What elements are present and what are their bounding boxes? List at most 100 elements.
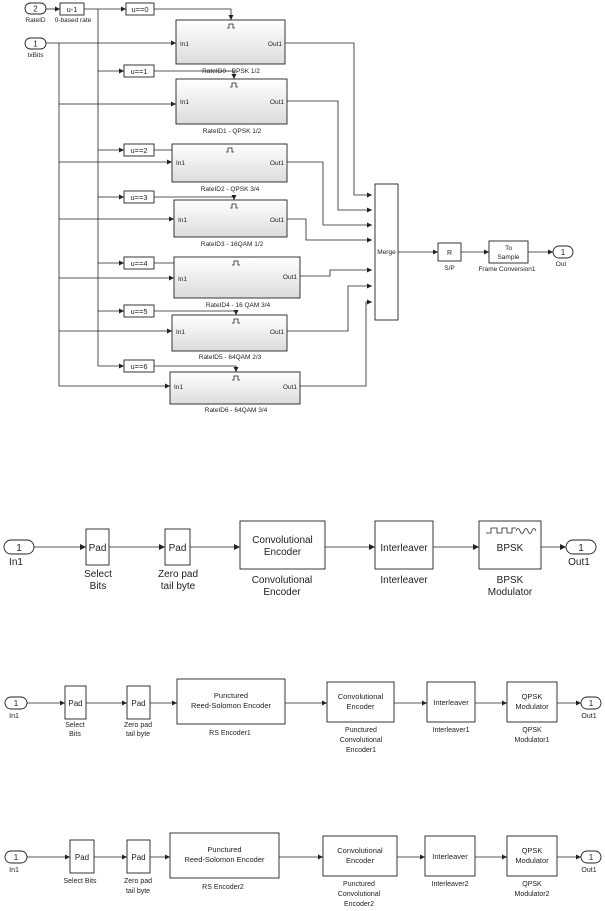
subsystem-rate4[interactable]: In1 Out1 RateID4 - 16 QAM 3/4 [173, 256, 301, 309]
compare-label: u==1 [130, 67, 147, 76]
sp-block[interactable]: R S/P [437, 242, 462, 272]
qpsk1-modulator[interactable]: QPSK Modulator QPSK Modulator1 [506, 681, 558, 744]
block-label: Punctured [343, 881, 375, 888]
block-text: Punctured [214, 691, 248, 700]
subsystem-label: RateID2 - QPSK 3/4 [201, 186, 260, 193]
qpsk1-pad-select-bits[interactable]: Pad Select Bits [64, 685, 87, 738]
qpsk1-interleaver[interactable]: Interleaver Interleaver1 [426, 681, 476, 734]
block-label: tail byte [126, 731, 150, 738]
block-text: QPSK [522, 846, 543, 855]
out-outport[interactable]: 1 Out [552, 245, 574, 268]
block-text: Pad [68, 699, 82, 708]
subsystem-rate0[interactable]: In1 Out1 RateID0 - BPSK 1/2 [175, 19, 286, 75]
block-text: Convolutional [252, 535, 313, 546]
block-label: QPSK [522, 727, 542, 734]
compare-label: u==5 [130, 307, 147, 316]
compare-block-6[interactable]: u==6 [123, 359, 155, 373]
compare-block-4[interactable]: u==4 [123, 256, 155, 270]
qpsk1-conv-encoder[interactable]: Convolutional Encoder Punctured Convolut… [326, 681, 395, 754]
compare-block-0[interactable]: u==0 [125, 2, 155, 16]
block-label: Select [65, 722, 85, 729]
compare-label: u==3 [130, 193, 147, 202]
frame-line2: Sample [497, 254, 519, 261]
out-port-number: 1 [561, 248, 566, 257]
subsystem-rate2[interactable]: In1 Out1 RateID2 - QPSK 3/4 [171, 143, 288, 193]
bpsk-pad-select-bits[interactable]: Pad Select Bits [84, 528, 112, 592]
block-label: tail byte [126, 888, 150, 895]
subsystem-label: RateID0 - BPSK 1/2 [202, 68, 260, 75]
qpsk2-modulator[interactable]: QPSK Modulator QPSK Modulator2 [506, 835, 558, 898]
block-text: Interleaver [380, 543, 428, 554]
bpsk-modulator[interactable]: BPSK BPSK Modulator [478, 520, 542, 598]
subsystem-rate5[interactable]: In1 Out1 RateID5 - 64QAM 2/3 [171, 314, 288, 361]
port-label-out: Out1 [270, 160, 284, 167]
compare-block-5[interactable]: u==5 [123, 304, 155, 318]
bpsk-out1-outport[interactable]: 1 Out1 [565, 539, 597, 568]
bias-label: 0-based rate [55, 17, 92, 24]
bpsk-in1-inport[interactable]: 1 In1 [3, 539, 35, 568]
port-label-out: Out1 [268, 41, 282, 48]
subsystem-rate1[interactable]: In1 Out1 RateID1 - QPSK 1/2 [175, 78, 288, 135]
subsystem-rate6[interactable]: In1 Out1 RateID6 - 64QAM 3/4 [169, 371, 301, 414]
qpsk2-out1-outport[interactable]: 1 Out1 [580, 850, 602, 874]
merge-block[interactable]: Merge [374, 183, 399, 321]
port-label: Out1 [568, 557, 590, 568]
compare-block-1[interactable]: u==1 [123, 64, 155, 78]
qpsk2-in1-inport[interactable]: 1 In1 [4, 850, 28, 874]
qpsk1-out1-outport[interactable]: 1 Out1 [580, 696, 602, 720]
bpsk-pad-zero-tail[interactable]: Pad Zero pad tail byte [158, 528, 198, 592]
block-text: BPSK [497, 543, 524, 554]
compare-block-3[interactable]: u==3 [123, 190, 155, 204]
bias-block[interactable]: u-1 0-based rate [55, 2, 92, 24]
block-label: Modulator1 [514, 737, 549, 744]
rateid-inport[interactable]: 2 RateID [24, 2, 47, 24]
block-label: Bits [69, 731, 81, 738]
txbits-inport[interactable]: 1 txBits [24, 37, 47, 59]
block-text: Convolutional [337, 846, 383, 855]
qpsk2-conv-encoder[interactable]: Convolutional Encoder Punctured Convolut… [322, 835, 398, 908]
block-label: Punctured [345, 727, 377, 734]
sine-wave-icon [515, 528, 537, 534]
enable-port-icon [227, 23, 235, 29]
block-label: tail byte [161, 581, 196, 592]
qpsk2-model: 1 In1 Pad Select Bits Pad Zero pad tail … [4, 832, 602, 908]
block-text: Encoder [264, 547, 302, 558]
qpsk2-rs-encoder[interactable]: Punctured Reed-Solomon Encoder RS Encode… [169, 832, 280, 891]
port-label-out: Out1 [283, 274, 297, 281]
compare-label: u==2 [130, 146, 147, 155]
block-text: Modulator [515, 702, 549, 711]
block-text: QPSK [522, 692, 543, 701]
compare-label: u==6 [130, 362, 147, 371]
qpsk2-pad-zero-tail[interactable]: Pad Zero pad tail byte [124, 839, 152, 895]
port-label-out: Out1 [270, 217, 284, 224]
block-label: Convolutional [252, 575, 313, 586]
block-label: Zero pad [124, 878, 152, 885]
subsystem-label: RateID6 - 64QAM 3/4 [205, 407, 268, 414]
block-text: Interleaver [432, 852, 468, 861]
compare-block-2[interactable]: u==2 [123, 143, 155, 157]
bpsk-conv-encoder[interactable]: Convolutional Encoder Convolutional Enco… [239, 520, 326, 598]
qpsk2-interleaver[interactable]: Interleaver Interleaver2 [424, 835, 476, 888]
port-number: 1 [578, 543, 584, 554]
block-label: Interleaver [380, 575, 428, 586]
block-label: BPSK [497, 575, 524, 586]
sp-text: R [447, 250, 452, 257]
port-number: 1 [14, 853, 19, 862]
bpsk-interleaver[interactable]: Interleaver Interleaver [374, 520, 434, 586]
qpsk1-rs-encoder[interactable]: Punctured Reed-Solomon Encoder RS Encode… [176, 678, 286, 737]
qpsk2-pad-select-bits[interactable]: Pad Select Bits [63, 839, 97, 885]
subsystem-rate3[interactable]: In1 Out1 RateID3 - 16QAM 1/2 [173, 199, 288, 248]
frame-conversion-block[interactable]: To Sample Frame Conversion1 [478, 240, 536, 273]
port-label-in: In1 [176, 329, 185, 336]
qpsk1-in1-inport[interactable]: 1 In1 [4, 696, 28, 720]
sp-label: S/P [444, 265, 454, 272]
port-label-in: In1 [176, 160, 185, 167]
port-label-in: In1 [180, 99, 189, 106]
subsystem-label: RateID3 - 16QAM 1/2 [201, 241, 264, 248]
qpsk1-pad-zero-tail[interactable]: Pad Zero pad tail byte [124, 685, 152, 738]
qpsk1-model: 1 In1 Pad Select Bits Pad Zero pad tail … [4, 678, 602, 754]
port-label-out: Out1 [283, 384, 297, 391]
block-text: Convolutional [338, 692, 384, 701]
port-label-in: In1 [178, 276, 187, 283]
block-text: Encoder [346, 856, 374, 865]
